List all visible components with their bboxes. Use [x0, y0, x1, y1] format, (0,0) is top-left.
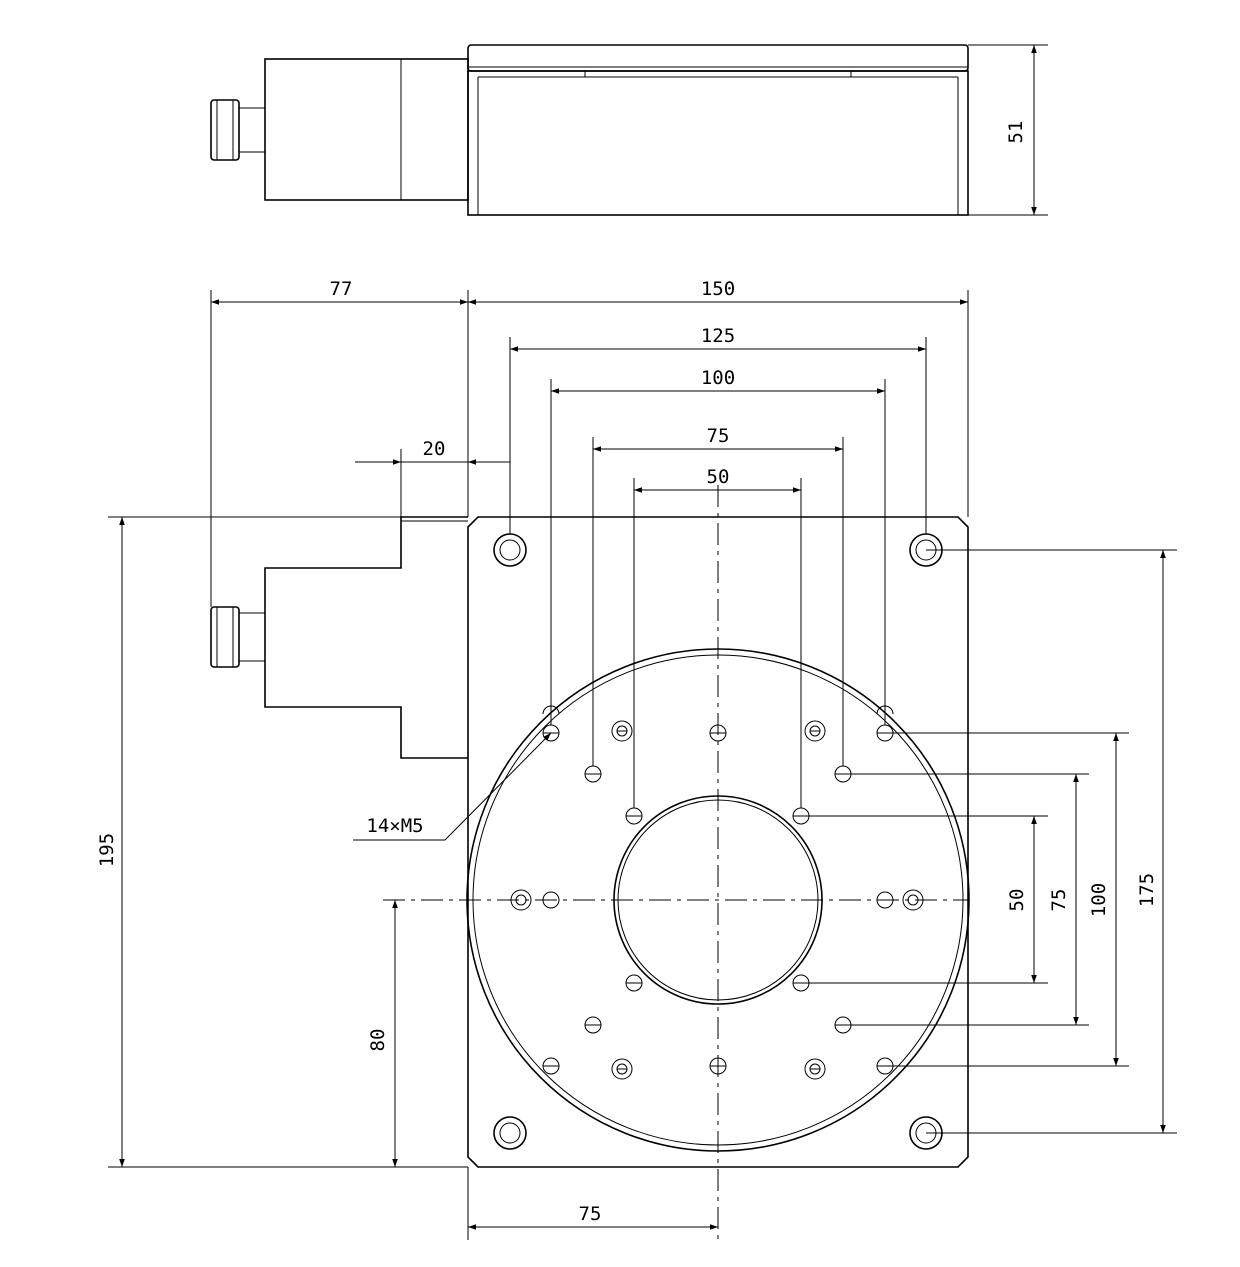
dim-motor-offset: 77	[330, 278, 353, 300]
top-view	[108, 290, 1177, 1240]
dim-span-125: 125	[701, 325, 735, 347]
side-view	[210, 44, 1048, 216]
callout-m5-holes: 14×M5	[366, 815, 423, 837]
dim-offset-20: 20	[423, 438, 446, 460]
dim-span-75: 75	[707, 425, 730, 447]
m5-holes	[510, 705, 924, 1080]
dim-right-175: 175	[1136, 873, 1158, 907]
dim-right-75: 75	[1048, 889, 1070, 912]
dim-span-50: 50	[707, 466, 730, 488]
dim-total-height: 195	[96, 833, 118, 867]
dim-center-to-bottom: 80	[367, 1029, 389, 1052]
dim-side-height: 51	[1005, 121, 1027, 144]
dim-right-100: 100	[1088, 883, 1110, 917]
dim-right-50: 50	[1006, 889, 1028, 912]
dim-span-100: 100	[701, 367, 735, 389]
dim-total-width: 150	[701, 278, 735, 300]
dim-center-from-left: 75	[579, 1203, 602, 1225]
